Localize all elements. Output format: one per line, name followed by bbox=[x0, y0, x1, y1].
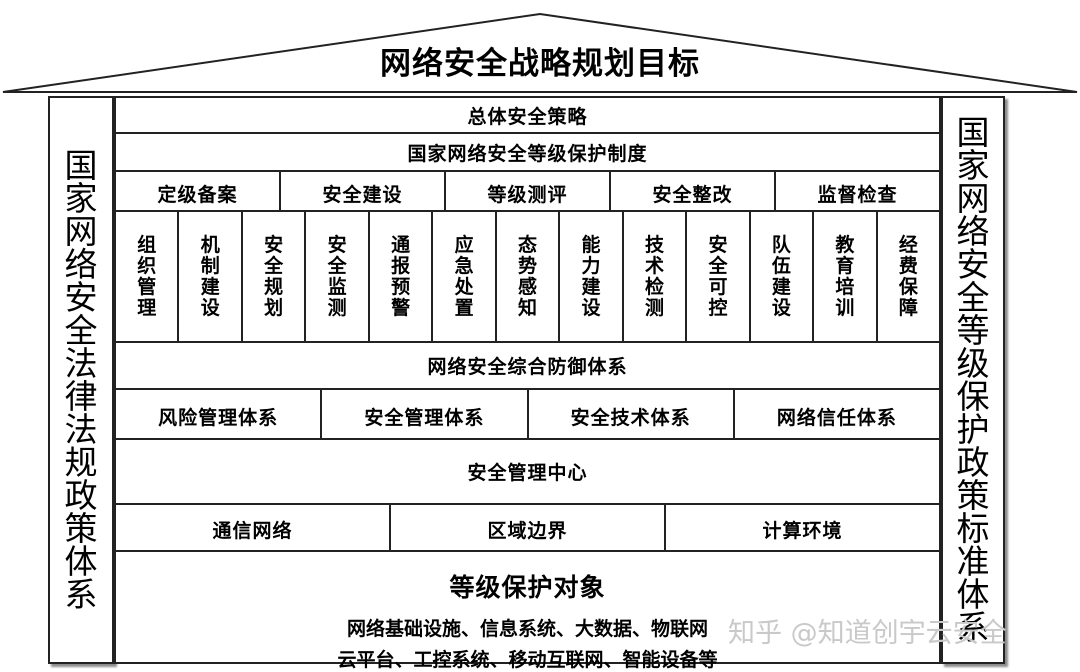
measure-label: 应急处置 bbox=[454, 233, 474, 319]
measure-cell: 队伍建设 bbox=[748, 210, 815, 343]
step-cell: 监督检查 bbox=[774, 170, 941, 216]
roof-title: 网络安全战略规划目标 bbox=[380, 46, 700, 82]
system-cell: 风险管理体系 bbox=[114, 388, 323, 444]
left-pillar-label: 国家网络安全法律法规政策体系 bbox=[64, 146, 98, 614]
step-label: 监督检查 bbox=[817, 183, 898, 206]
defense-system-label: 网络安全综合防御体系 bbox=[427, 356, 628, 378]
measure-cell: 态势感知 bbox=[494, 210, 561, 343]
measure-cell: 经费保障 bbox=[875, 210, 942, 343]
measure-cell: 安全可控 bbox=[685, 210, 751, 343]
overall-policy-row: 总体安全策略 bbox=[114, 96, 941, 134]
measure-label: 通报预警 bbox=[391, 233, 411, 319]
infrastructure-cell: 区域边界 bbox=[389, 503, 666, 556]
step-cell: 安全整改 bbox=[609, 170, 776, 216]
infrastructure-cell: 计算环境 bbox=[664, 503, 941, 556]
measure-label: 态势感知 bbox=[518, 233, 538, 319]
measure-label: 组织管理 bbox=[137, 233, 157, 319]
protection-objects-line2: 云平台、工控系统、移动互联网、智能设备等 bbox=[337, 649, 718, 671]
overall-policy-label: 总体安全策略 bbox=[467, 105, 588, 128]
infrastructure-cell: 通信网络 bbox=[114, 503, 391, 556]
system-label: 安全技术体系 bbox=[570, 406, 691, 429]
measure-cell: 教育培训 bbox=[812, 210, 878, 343]
step-cell: 安全建设 bbox=[279, 170, 446, 216]
infrastructure-label: 区域边界 bbox=[487, 520, 568, 542]
infrastructure-label: 通信网络 bbox=[212, 520, 293, 542]
measure-cell: 组织管理 bbox=[114, 210, 180, 343]
measure-label: 安全规划 bbox=[264, 233, 284, 319]
infrastructure-row: 通信网络 区域边界 计算环境 bbox=[114, 503, 941, 556]
measure-cell: 技术检测 bbox=[621, 210, 688, 343]
measure-cell: 安全监测 bbox=[304, 210, 370, 343]
step-label: 安全建设 bbox=[322, 183, 403, 206]
left-pillar: 国家网络安全法律法规政策体系 bbox=[48, 96, 114, 664]
right-pillar: 国家网络安全等级保护政策标准体系 bbox=[941, 96, 1005, 664]
management-center-label: 安全管理中心 bbox=[467, 462, 588, 484]
management-center-row: 安全管理中心 bbox=[114, 438, 941, 505]
step-label: 定级备案 bbox=[157, 183, 238, 206]
right-pillar-label: 国家网络安全等级保护政策标准体系 bbox=[956, 113, 990, 647]
system-cell: 安全技术体系 bbox=[526, 388, 735, 444]
roof bbox=[2, 12, 1078, 93]
measure-label: 安全可控 bbox=[708, 233, 728, 319]
defense-system-row: 网络安全综合防御体系 bbox=[114, 341, 941, 390]
process-steps-row: 定级备案 安全建设 等级测评 安全整改 监督检查 bbox=[114, 170, 941, 216]
infrastructure-label: 计算环境 bbox=[762, 520, 843, 542]
measure-cell: 应急处置 bbox=[431, 210, 497, 343]
step-label: 安全整改 bbox=[652, 183, 733, 206]
measure-label: 教育培训 bbox=[835, 233, 855, 319]
measure-label: 安全监测 bbox=[327, 233, 347, 319]
measure-cell: 机制建设 bbox=[177, 210, 243, 343]
protection-system-row: 国家网络安全等级保护制度 bbox=[114, 132, 941, 172]
measure-cell: 通报预警 bbox=[367, 210, 434, 343]
system-label: 风险管理体系 bbox=[158, 406, 279, 429]
measure-label: 能力建设 bbox=[581, 233, 601, 319]
protection-system-label: 国家网络安全等级保护制度 bbox=[407, 142, 648, 165]
measure-cell: 能力建设 bbox=[558, 210, 624, 343]
measure-cell: 安全规划 bbox=[240, 210, 307, 343]
protection-objects-line1: 网络基础设施、信息系统、大数据、物联网 bbox=[346, 618, 708, 640]
protection-objects-row: 等级保护对象 网络基础设施、信息系统、大数据、物联网 云平台、工控系统、移动互联… bbox=[114, 550, 941, 671]
system-cell: 安全管理体系 bbox=[320, 388, 529, 444]
system-cell: 网络信任体系 bbox=[732, 388, 941, 444]
protection-objects-title: 等级保护对象 bbox=[449, 573, 606, 602]
step-label: 等级测评 bbox=[487, 183, 568, 206]
measures-row: 组织管理 机制建设 安全规划 安全监测 通报预警 应急处置 态势感知 能力建设 … bbox=[114, 210, 942, 343]
system-label: 安全管理体系 bbox=[364, 406, 485, 429]
systems-row: 风险管理体系 安全管理体系 安全技术体系 网络信任体系 bbox=[114, 388, 941, 444]
watermark-text: 知乎 @知道创宇云安全 bbox=[728, 618, 1007, 649]
measure-label: 经费保障 bbox=[898, 233, 918, 319]
measure-label: 技术检测 bbox=[644, 233, 664, 319]
measure-label: 队伍建设 bbox=[771, 233, 791, 319]
system-label: 网络信任体系 bbox=[776, 406, 897, 429]
measure-label: 机制建设 bbox=[200, 233, 220, 319]
